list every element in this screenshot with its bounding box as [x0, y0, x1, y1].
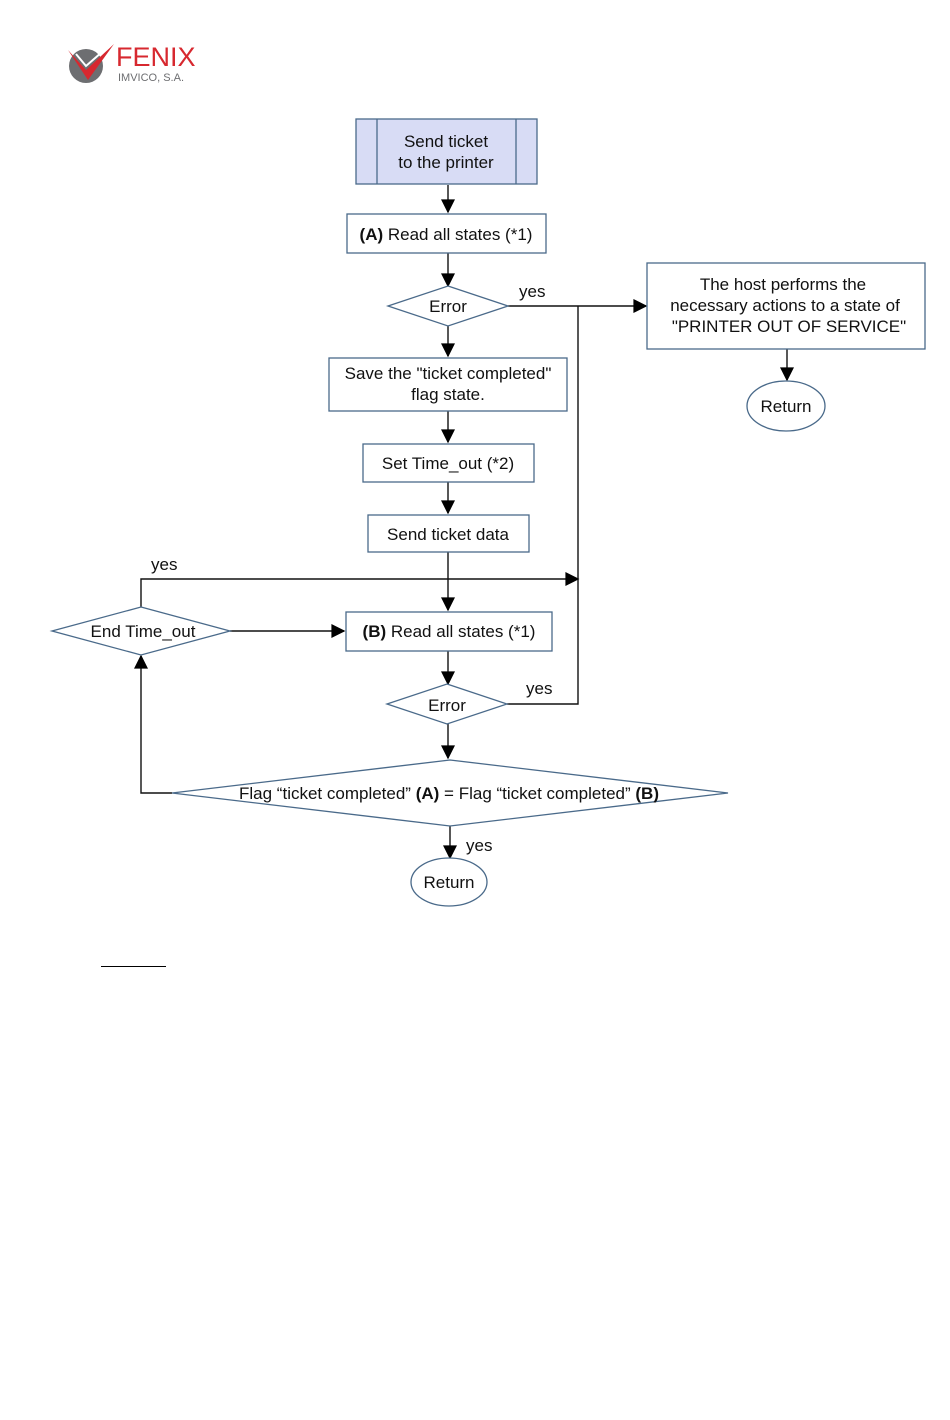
return-bottom-label: Return [423, 873, 474, 892]
error2-label: Error [428, 696, 466, 715]
return-terminal-right: Return [746, 380, 826, 432]
read-a-text: Read all states (*1) [388, 225, 533, 244]
save-line2: flag state. [411, 385, 485, 404]
line-error2-yes-to-bus [507, 306, 579, 705]
end-timeout-label: End Time_out [91, 622, 196, 641]
fenix-mark-icon [68, 44, 114, 83]
fenix-logo: FENIX IMVICO, S.A. [68, 42, 196, 84]
logo-subtitle: IMVICO, S.A. [118, 72, 184, 84]
yes-label-timeout: yes [151, 555, 177, 574]
save-flag-box: Save the "ticket completed" flag state. [328, 357, 568, 412]
send-data-box: Send ticket data [367, 514, 530, 553]
yes-label-error1: yes [519, 282, 545, 301]
read-a-tag: (A) [360, 225, 384, 244]
set-timeout-box: Set Time_out (*2) [362, 443, 535, 483]
yes-label-error2: yes [526, 679, 552, 698]
read-states-a: (A) Read all states (*1) [346, 213, 547, 254]
connectors [134, 185, 794, 860]
read-b-text: Read all states (*1) [391, 622, 536, 641]
yes-label-compare: yes [466, 836, 492, 855]
host-line2: necessary actions to a state of [670, 296, 900, 315]
error1-label: Error [429, 297, 467, 316]
svg-text:(A) Read all states (*1): (A) Read all states (*1) [360, 225, 533, 244]
arrow-compare-no-to-end-timeout [134, 654, 172, 794]
start-process: Send ticket to the printer [355, 118, 538, 185]
host-line1: The host performs the [700, 275, 866, 294]
arrow-timeout-yes-to-bus [140, 572, 580, 607]
flag-compare-decision: Flag “ticket completed” (A) = Flag “tick… [171, 759, 729, 827]
host-line3: "PRINTER OUT OF SERVICE" [672, 317, 906, 336]
compare-part2: = Flag “ticket completed” [444, 784, 635, 803]
host-action-box: The host performs the necessary actions … [646, 262, 926, 350]
send-data-label: Send ticket data [387, 525, 509, 544]
end-timeout-decision: End Time_out [49, 606, 233, 656]
return-terminal-bottom: Return [410, 857, 488, 907]
compare-part1: Flag “ticket completed” [239, 784, 416, 803]
footnote-divider [101, 966, 166, 967]
logo-brand: FENIX [116, 42, 196, 72]
error-decision-1: Error [385, 285, 511, 327]
read-states-b: (B) Read all states (*1) [345, 611, 553, 652]
save-line1: Save the "ticket completed" [345, 364, 552, 383]
svg-text:Flag “ticket completed”: Flag “ticket completed” (A) = Flag “tick… [239, 784, 659, 803]
svg-text:(B) Read all states (*1): (B) Read all states (*1) [363, 622, 536, 641]
compare-tag-b: (B) [635, 784, 659, 803]
error-decision-2: Error [384, 683, 510, 725]
compare-tag-a: (A) [416, 784, 440, 803]
start-line2: to the printer [398, 153, 494, 172]
start-line1: Send ticket [404, 132, 488, 151]
read-b-tag: (B) [363, 622, 387, 641]
return-right-label: Return [760, 397, 811, 416]
set-timeout-label: Set Time_out (*2) [382, 454, 514, 473]
